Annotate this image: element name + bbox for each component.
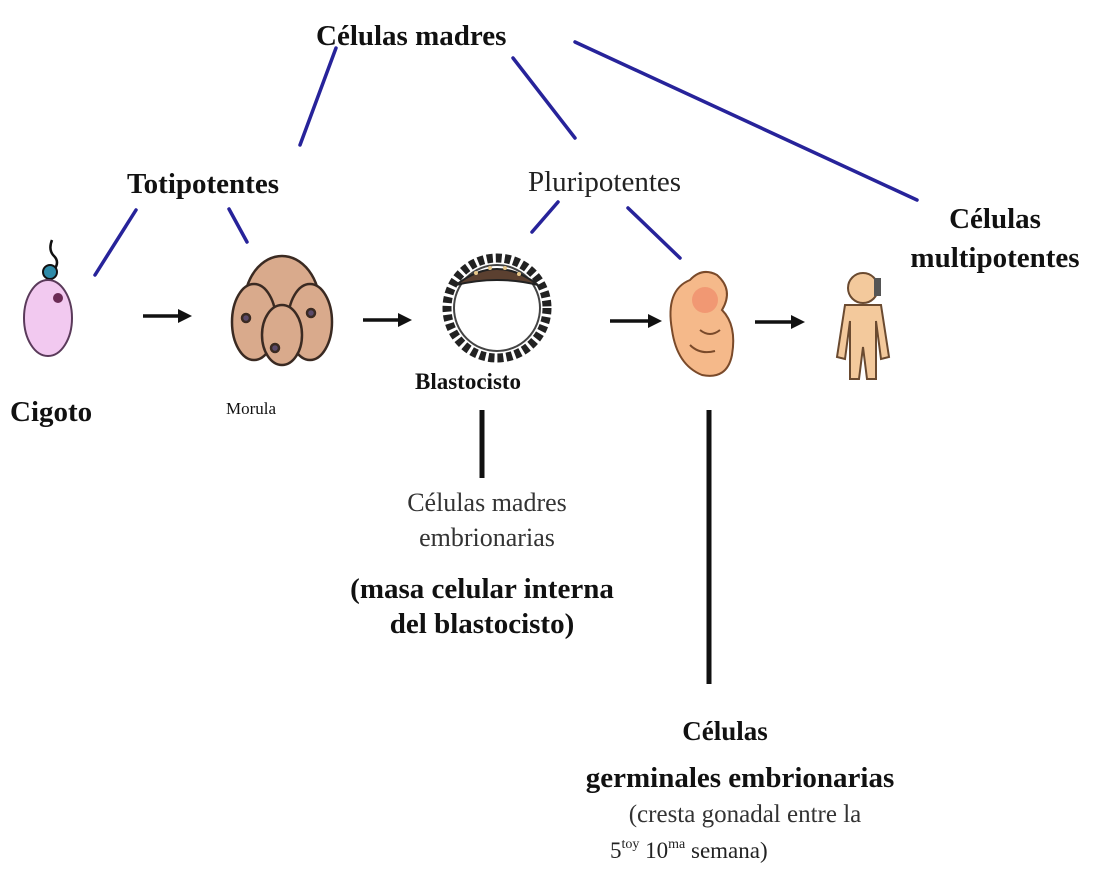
embryonic-note-line2: del blastocisto) <box>312 607 652 642</box>
connector-pluri-blasto <box>532 202 558 232</box>
multipotentes-line2: multipotentes <box>900 239 1090 278</box>
blastocyst-illustration <box>447 258 547 358</box>
label-totipotentes: Totipotentes <box>127 170 279 199</box>
connector-pluri-embryo <box>628 208 680 258</box>
embryo-illustration <box>670 272 733 376</box>
week-y: y <box>632 837 639 852</box>
label-masa-celular-interna: (masa celular interna del blastocisto) <box>312 572 652 643</box>
zygote-illustration <box>24 240 72 356</box>
week-a-sup: to <box>622 837 633 852</box>
week-tail: semana) <box>691 838 768 863</box>
connector-toti-morula <box>229 209 247 242</box>
arrow-2 <box>363 313 412 327</box>
label-blastocisto: Blastocisto <box>415 370 521 393</box>
week-b-sup: ma <box>668 837 685 852</box>
arrow-4 <box>755 315 805 329</box>
embryonic-line1: Células madres <box>352 485 622 520</box>
human-illustration <box>837 273 889 379</box>
germinal-note-line1: (cresta gonadal entre la <box>560 802 930 827</box>
label-pluripotentes: Pluripotentes <box>528 168 681 197</box>
embryonic-line2: embrionarias <box>352 520 622 555</box>
label-morula: Morula <box>226 400 276 417</box>
multipotentes-line1: Células <box>900 200 1090 239</box>
week-a: 5 <box>610 838 622 863</box>
title-celulas-madres: Células madres <box>316 22 506 51</box>
morula-illustration <box>232 256 332 365</box>
label-multipotentes: Células multipotentes <box>900 200 1090 278</box>
connector-toti-cigoto <box>95 210 136 275</box>
connector-root-toti <box>300 48 336 145</box>
connector-root-pluri <box>513 58 575 138</box>
germinal-weeks: 5toy 10ma semana) <box>610 838 768 862</box>
label-cigoto: Cigoto <box>10 398 92 427</box>
germinal-line1: Células <box>560 718 890 745</box>
germinal-line2: germinales embrionarias <box>540 764 940 793</box>
arrow-1 <box>143 309 192 323</box>
week-b: 10 <box>645 838 668 863</box>
arrow-3 <box>610 314 662 328</box>
label-celulas-madres-embrionarias: Células madres embrionarias <box>352 485 622 555</box>
embryonic-note-line1: (masa celular interna <box>312 572 652 607</box>
